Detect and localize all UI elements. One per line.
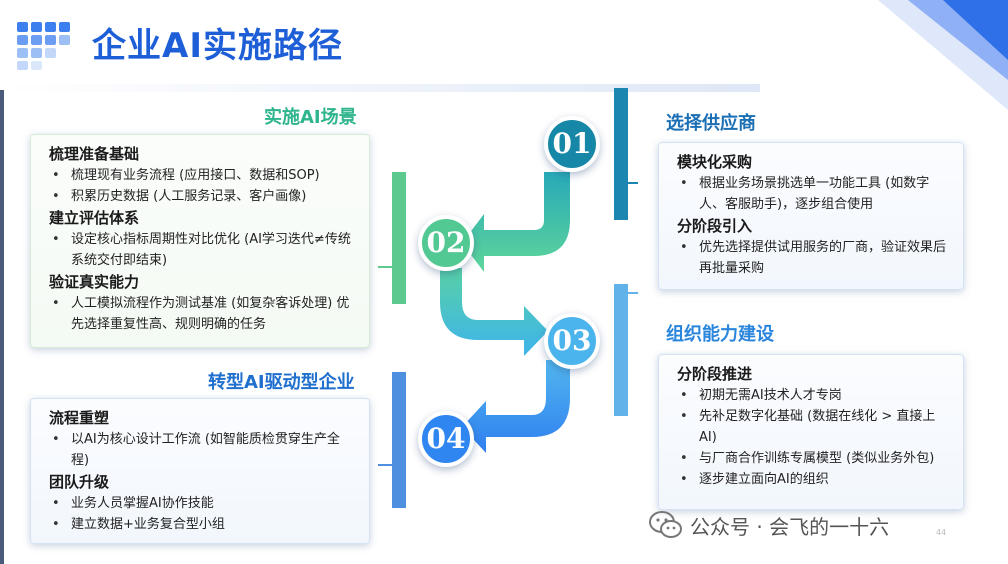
connector-right-teal	[620, 182, 638, 184]
left-edge-bar	[0, 90, 4, 564]
list-item: 建立数据+业务复合型小组	[49, 514, 355, 535]
section-title-vendor: 选择供应商	[666, 113, 756, 134]
card-org: 分阶段推进 初期无需AI技术人才专岗 先补足数字化基础 (数据在线化 > 直接上…	[658, 354, 964, 510]
corner-decoration	[878, 0, 1008, 110]
vbar-left-green	[392, 172, 406, 304]
list-item: 以AI为核心设计工作流 (如智能质检贯穿生产全程)	[49, 429, 355, 471]
step-04-circle: 04	[418, 411, 474, 467]
card-ai-driven: 流程重塑 以AI为核心设计工作流 (如智能质检贯穿生产全程) 团队升级 业务人员…	[30, 398, 370, 544]
list-item: 梳理现有业务流程 (应用接口、数据和SOP)	[49, 165, 355, 186]
group-head: 分阶段推进	[677, 365, 753, 383]
section-title-org: 组织能力建设	[666, 324, 774, 345]
section-title-ai-driven: 转型AI驱动型企业	[208, 372, 355, 393]
list-item: 业务人员掌握AI协作技能	[49, 493, 355, 514]
arrow-01-02	[462, 172, 570, 272]
list-item: 设定核心指标周期性对比优化 (AI学习迭代≠传统系统交付即结束)	[49, 229, 355, 271]
grid-icon	[17, 22, 70, 70]
page-number: 44	[936, 528, 947, 537]
list-item: 人工模拟流程作为测试基准 (如复杂客诉处理) 优先选择重复性高、规则明确的任务	[49, 293, 355, 335]
vbar-right-teal	[614, 88, 628, 220]
group-head: 验证真实能力	[49, 273, 140, 291]
connector-left-blue	[378, 464, 398, 466]
group-head: 模块化采购	[677, 153, 753, 171]
arrow-03-04	[462, 360, 570, 453]
card-vendor: 模块化采购 根据业务场景挑选单一功能工具 (如数字人、客服助手)，逐步组合使用 …	[658, 142, 964, 290]
group-head: 分阶段引入	[677, 217, 753, 235]
connector-right-blue	[620, 292, 638, 294]
wechat-icon	[649, 511, 682, 538]
list-item: 逐步建立面向AI的组织	[677, 469, 949, 490]
list-item: 根据业务场景挑选单一功能工具 (如数字人、客服助手)，逐步组合使用	[677, 173, 949, 215]
group-head: 团队升级	[49, 473, 110, 491]
title-underline	[0, 84, 760, 92]
connector-left-green	[378, 266, 398, 268]
watermark: 公众号 · 会飞的一十六	[648, 510, 889, 540]
section-title-ai-scenario: 实施AI场景	[264, 107, 357, 128]
list-item: 优先选择提供试用服务的厂商，验证效果后再批量采购	[677, 237, 949, 279]
page-title: 企业AI实施路径	[92, 26, 343, 66]
vbar-right-blue	[614, 284, 628, 416]
list-item: 先补足数字化基础 (数据在线化 > 直接上AI)	[677, 406, 949, 448]
step-03-circle: 03	[544, 313, 600, 369]
list-item: 积累历史数据 (人工服务记录、客户画像)	[49, 186, 355, 207]
vbar-left-blue	[392, 372, 406, 508]
arrow-02-03	[440, 268, 548, 356]
step-01-circle: 01	[544, 116, 600, 172]
list-item: 与厂商合作训练专属模型 (类似业务外包)	[677, 448, 949, 469]
step-02-circle: 02	[418, 215, 474, 271]
group-head: 梳理准备基础	[49, 145, 140, 163]
watermark-text: 公众号 · 会飞的一十六	[690, 514, 890, 539]
list-item: 初期无需AI技术人才专岗	[677, 385, 949, 406]
group-head: 建立评估体系	[49, 209, 140, 227]
card-ai-scenario: 梳理准备基础 梳理现有业务流程 (应用接口、数据和SOP) 积累历史数据 (人工…	[30, 134, 370, 348]
group-head: 流程重塑	[49, 409, 110, 427]
